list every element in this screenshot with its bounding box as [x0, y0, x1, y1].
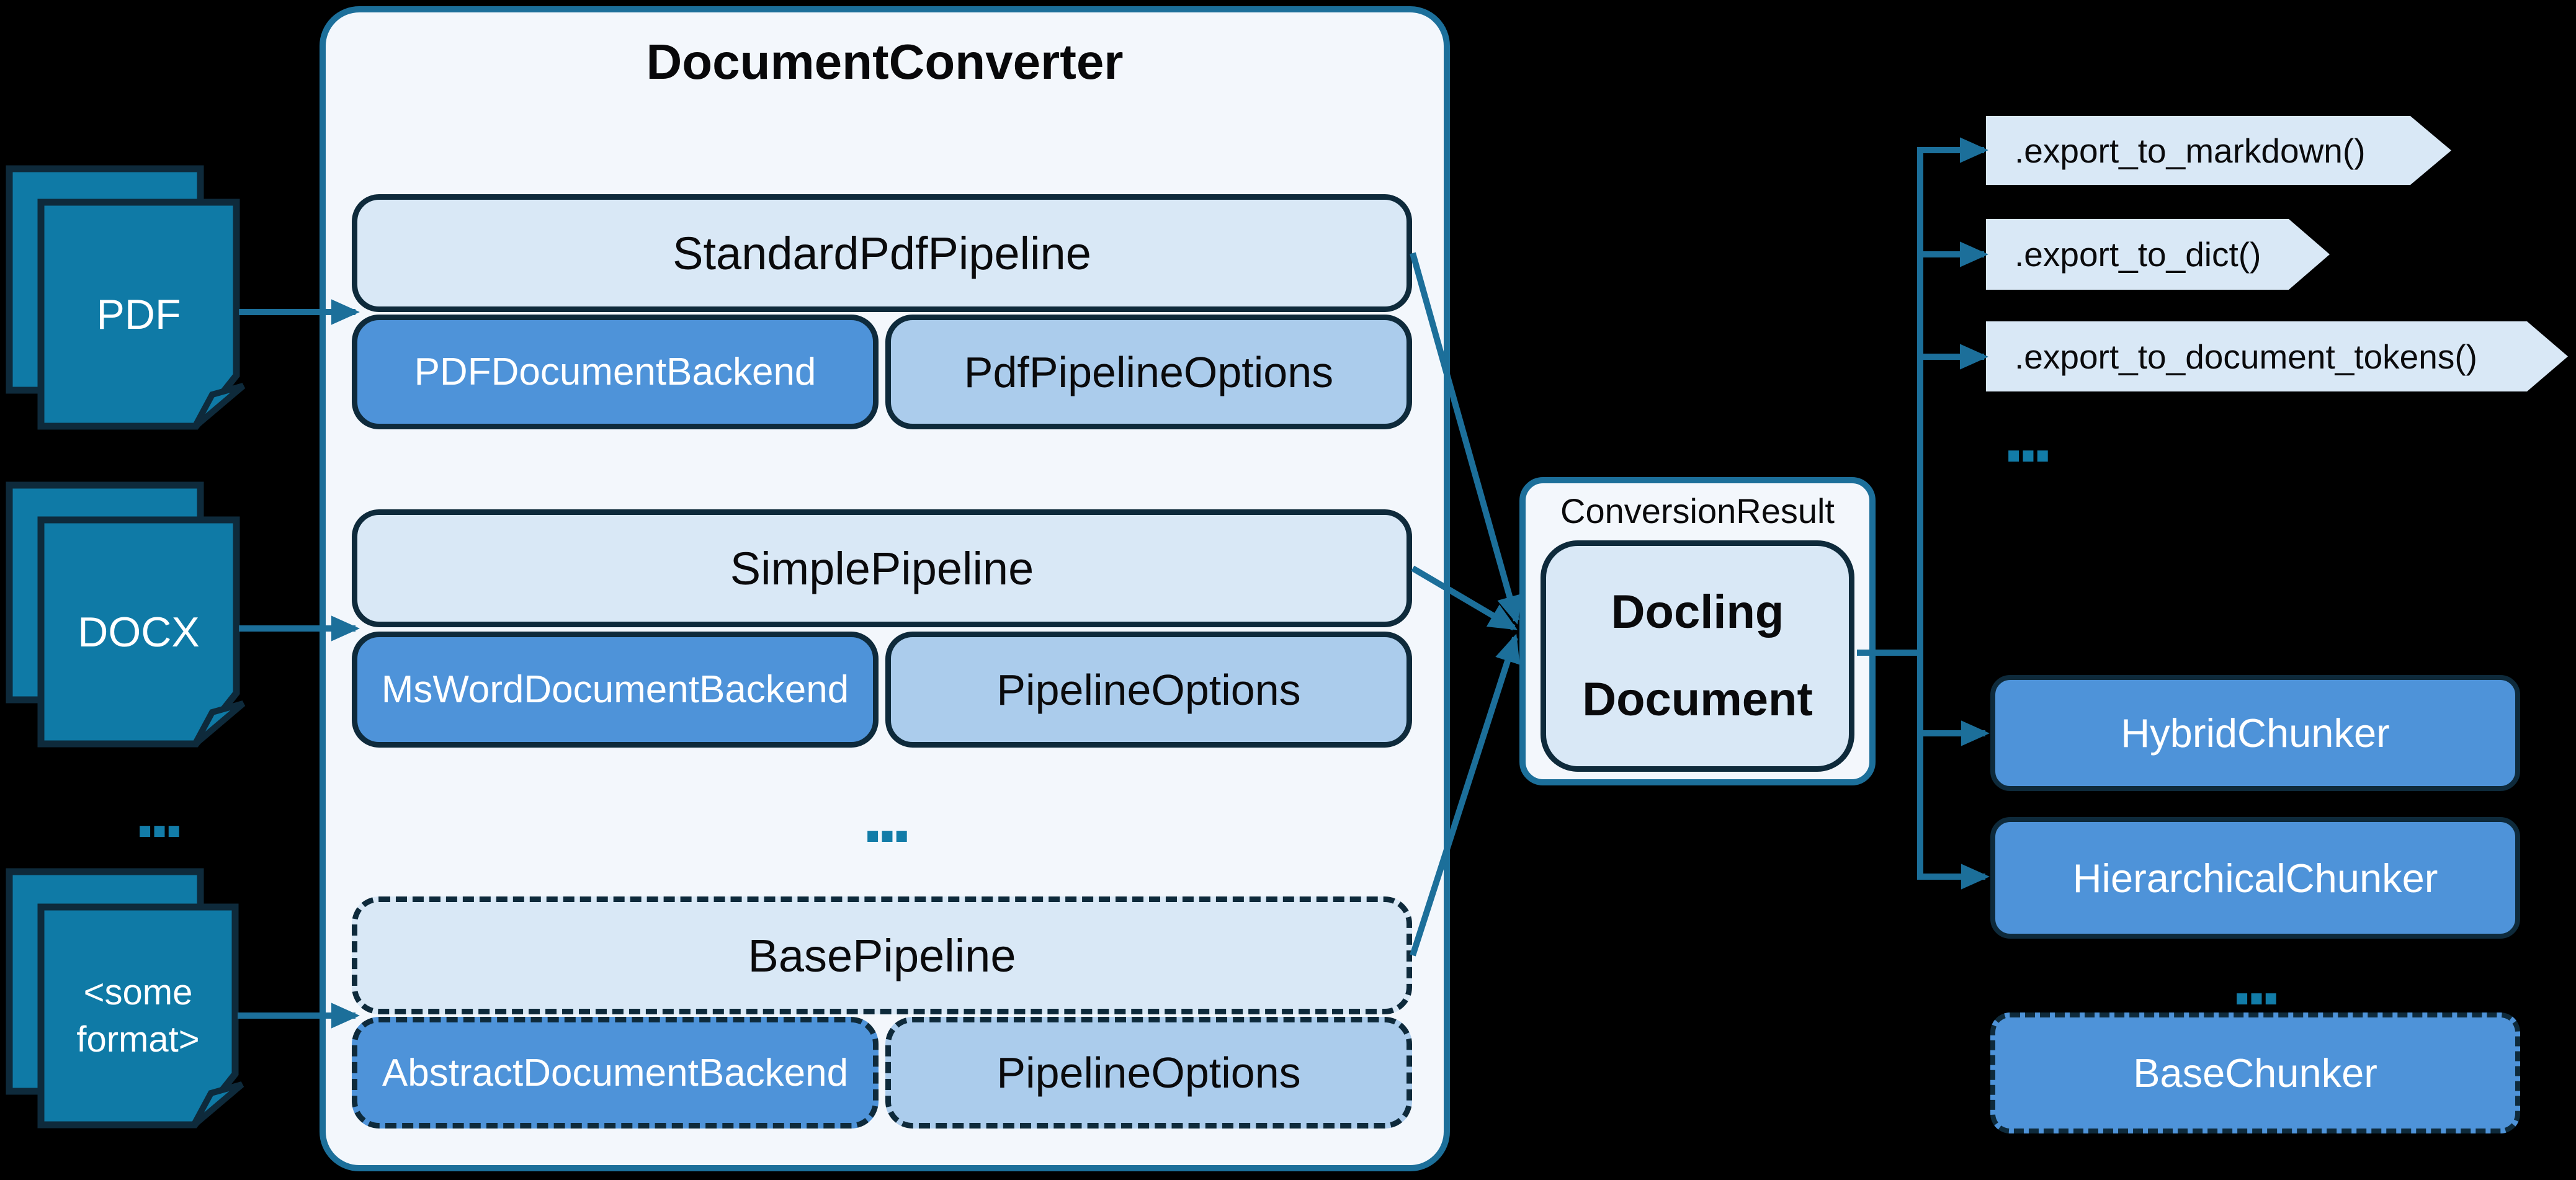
docx-input-label: DOCX	[78, 608, 200, 656]
standard-pipeline-result-arrow-icon	[1410, 252, 1523, 625]
pdf-pipeline-options-node: PdfPipelineOptions	[885, 315, 1412, 429]
export-to-document-tokens-tag: .export_to_document_tokens()	[1986, 321, 2568, 391]
exports-ellipsis: ...	[2003, 395, 2053, 478]
base-pipeline-node: BasePipeline	[352, 896, 1412, 1014]
base-chunker-node: BaseChunker	[1990, 1012, 2520, 1133]
simple-pipeline-result-arrow-icon	[1411, 565, 1518, 631]
converter-ellipsis: ...	[862, 775, 912, 858]
pdf-document-backend-node: PDFDocumentBackend	[352, 315, 879, 429]
msword-document-backend-node: MsWordDocumentBackend	[352, 632, 879, 748]
hybrid-chunker-node: HybridChunker	[1990, 675, 2520, 791]
export-to-dict-tag: .export_to_dict()	[1986, 219, 2330, 290]
some-format-document-stack-icon	[6, 868, 244, 1129]
standard-pdf-pipeline-node: StandardPdfPipeline	[352, 194, 1412, 312]
some-format-input-label: <some format>	[76, 972, 200, 1060]
pipeline-result-arrows	[1410, 252, 1523, 957]
pdf-document-stack-icon	[6, 165, 246, 430]
inputs-ellipsis: ...	[134, 770, 184, 853]
simple-pipeline-node: SimplePipeline	[352, 509, 1412, 627]
chunkers-ellipsis: ...	[2231, 937, 2281, 1021]
hierarchical-chunker-node: HierarchicalChunker	[1990, 817, 2520, 939]
docx-document-stack-icon	[6, 481, 246, 748]
pdf-input-label: PDF	[96, 290, 181, 338]
result-branch-tree	[1857, 137, 1990, 890]
export-to-markdown-tag: .export_to_markdown()	[1986, 116, 2451, 185]
abstract-pipeline-options-node: PipelineOptions	[885, 1017, 1412, 1129]
docling-document-node: Docling Document	[1541, 540, 1854, 772]
input-arrows	[238, 299, 360, 1029]
abstract-document-backend-node: AbstractDocumentBackend	[352, 1017, 879, 1129]
pipeline-options-node: PipelineOptions	[885, 632, 1412, 748]
conversion-result-label: ConversionResult	[1560, 491, 1835, 530]
base-pipeline-result-arrow-icon	[1410, 633, 1520, 957]
document-converter-title: DocumentConverter	[646, 34, 1124, 89]
